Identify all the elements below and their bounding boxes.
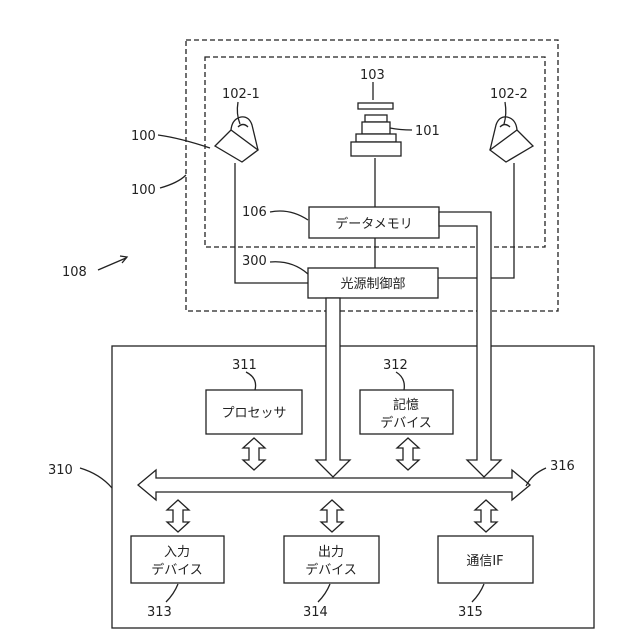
leader-102-2	[504, 102, 506, 124]
storage-label-line1: 記憶	[393, 397, 419, 413]
leader-312	[396, 372, 404, 390]
leader-315	[472, 584, 484, 602]
ref-300: 300	[242, 254, 267, 269]
ref-102-2: 102-2	[490, 87, 528, 102]
control-to-bus-arrow	[316, 298, 350, 477]
ref-315: 315	[458, 605, 483, 620]
leader-313	[166, 584, 178, 602]
ref-314: 314	[303, 605, 328, 620]
processor-label: プロセッサ	[221, 406, 286, 421]
camera-icon	[351, 103, 401, 156]
leader-310	[80, 468, 112, 488]
leader-316	[526, 468, 546, 486]
output-device-label-line1: 出力	[318, 545, 344, 560]
input-device-label-line2: デバイス	[151, 562, 203, 578]
leader-106	[270, 211, 308, 220]
data-memory-label: データメモリ	[335, 216, 413, 232]
leader-311	[246, 372, 256, 390]
ref-101: 101	[415, 124, 440, 139]
light-source-left-icon	[215, 117, 258, 162]
ref-103: 103	[360, 68, 385, 83]
leader-100a	[158, 135, 210, 148]
ref-100b: 100	[131, 183, 156, 198]
leader-102-1	[237, 102, 240, 124]
comm-if-label: 通信IF	[466, 554, 503, 569]
ref-310: 310	[48, 463, 73, 478]
arrow-108-icon	[98, 258, 126, 270]
ref-100a: 100	[131, 129, 156, 144]
storage-label-line2: デバイス	[380, 415, 432, 431]
input-bus-arrow	[167, 500, 189, 532]
processor-bus-arrow	[243, 438, 265, 470]
leader-314	[318, 584, 330, 602]
light-source-right-icon	[490, 117, 533, 162]
light-control-label: 光源制御部	[340, 277, 405, 292]
leader-101	[390, 128, 412, 130]
memory-to-bus-arrow	[439, 212, 501, 477]
input-device-label-line1: 入力	[164, 545, 190, 560]
leader-100b	[160, 175, 186, 188]
ref-313: 313	[147, 605, 172, 620]
ref-316: 316	[550, 459, 575, 474]
leader-300	[270, 262, 308, 274]
output-device-label-line2: デバイス	[305, 562, 357, 578]
comm-bus-arrow	[475, 500, 497, 532]
ref-312: 312	[383, 358, 408, 373]
ref-106: 106	[242, 205, 267, 220]
storage-bus-arrow	[397, 438, 419, 470]
output-bus-arrow	[321, 500, 343, 532]
ref-102-1: 102-1	[222, 87, 260, 102]
ref-108: 108	[62, 265, 87, 280]
ref-311: 311	[232, 358, 257, 373]
